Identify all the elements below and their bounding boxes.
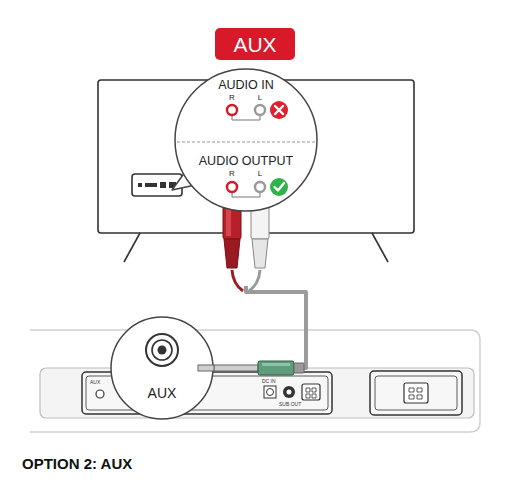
port-heading: AUDIO OUTPUT	[199, 155, 293, 168]
port-label: AUX	[90, 380, 100, 385]
badge-title: AUX	[233, 34, 276, 55]
option-badge: AUX	[215, 28, 295, 60]
port-heading: AUDIO IN	[218, 79, 274, 92]
circle-outline	[110, 316, 214, 420]
aux-socket	[146, 334, 214, 371]
port-icons	[177, 101, 315, 197]
channel-letter: L	[258, 94, 262, 102]
port-label: DC IN	[262, 379, 276, 384]
cable-cover	[241, 212, 251, 286]
aux-jack	[214, 361, 304, 375]
channel-letter: R	[229, 170, 235, 178]
port-label: SUB OUT	[279, 402, 301, 407]
port-callout: AUDIO IN R L AUDIO OUTPUT R L	[174, 68, 318, 212]
aux-magnifier: AUX	[110, 316, 214, 420]
soundbar	[30, 330, 480, 432]
port-name: AUX	[148, 386, 177, 400]
circle-outline	[111, 317, 213, 419]
circle-outline	[175, 69, 317, 211]
channel-letter: L	[258, 170, 262, 178]
figure-caption: OPTION 2: AUX	[22, 456, 132, 471]
channel-letter: R	[229, 94, 235, 102]
